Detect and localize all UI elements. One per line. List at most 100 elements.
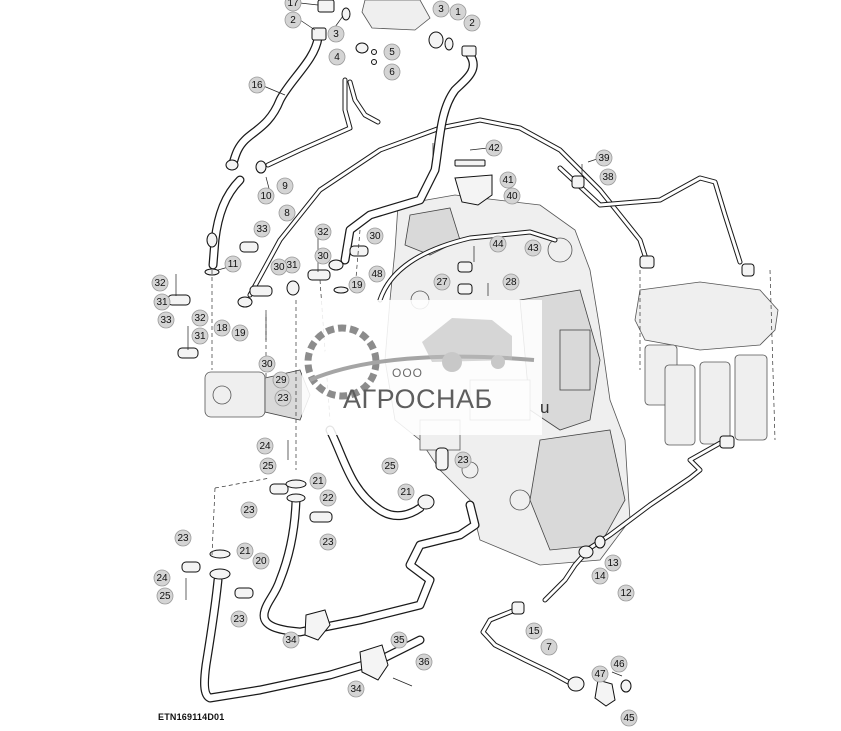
callout-5: 5 bbox=[383, 43, 401, 61]
callout-label: 38 bbox=[602, 172, 614, 183]
callout-13: 13 bbox=[604, 554, 622, 572]
callout-circle bbox=[240, 501, 258, 519]
callout-9: 9 bbox=[276, 177, 294, 195]
callout-30: 30 bbox=[366, 227, 384, 245]
callout-circle bbox=[282, 631, 300, 649]
callout-label: 1 bbox=[455, 7, 461, 18]
callout-circle bbox=[503, 187, 521, 205]
callout-14: 14 bbox=[591, 567, 609, 585]
callout-24: 24 bbox=[256, 437, 274, 455]
callout-label: 5 bbox=[389, 47, 395, 58]
callout-circle bbox=[276, 177, 294, 195]
callout-label: 23 bbox=[177, 533, 189, 544]
callout-23: 23 bbox=[230, 610, 248, 628]
callout-label: 17 bbox=[287, 0, 299, 9]
callout-label: 32 bbox=[317, 227, 329, 238]
callout-circle bbox=[591, 567, 609, 585]
callout-circle bbox=[259, 457, 277, 475]
callout-label: 10 bbox=[260, 191, 272, 202]
callout-circle bbox=[328, 48, 346, 66]
watermark-small-text: ООО bbox=[392, 366, 424, 380]
callout-31: 31 bbox=[191, 327, 209, 345]
callout-circle bbox=[432, 0, 450, 18]
callout-23: 23 bbox=[454, 451, 472, 469]
callout-16: 16 bbox=[248, 76, 266, 94]
callout-circle bbox=[347, 680, 365, 698]
callout-label: 25 bbox=[159, 591, 171, 602]
callout-label: 14 bbox=[594, 571, 606, 582]
callout-circle bbox=[463, 14, 481, 32]
callout-46: 46 bbox=[610, 655, 628, 673]
callout-circle bbox=[595, 149, 613, 167]
callout-circle bbox=[284, 11, 302, 29]
callout-circle bbox=[591, 665, 609, 683]
callout-label: 23 bbox=[243, 505, 255, 516]
callout-2: 2 bbox=[284, 11, 302, 29]
callout-circle bbox=[151, 274, 169, 292]
callout-label: 30 bbox=[369, 231, 381, 242]
callout-label: 20 bbox=[255, 556, 267, 567]
callout-label: 3 bbox=[333, 29, 339, 40]
callout-circle bbox=[153, 569, 171, 587]
callout-label: 31 bbox=[156, 297, 168, 308]
callout-circle bbox=[327, 25, 345, 43]
callout-28: 28 bbox=[502, 273, 520, 291]
callout-circle bbox=[191, 309, 209, 327]
callout-circle bbox=[433, 273, 451, 291]
callout-47: 47 bbox=[591, 665, 609, 683]
callout-circle bbox=[620, 709, 638, 727]
callout-12: 12 bbox=[617, 584, 635, 602]
callout-label: 25 bbox=[262, 461, 274, 472]
callout-label: 39 bbox=[598, 153, 610, 164]
callout-label: 30 bbox=[273, 262, 285, 273]
callout-circle bbox=[499, 171, 517, 189]
callout-23: 23 bbox=[274, 389, 292, 407]
callout-label: 7 bbox=[546, 642, 552, 653]
callout-label: 24 bbox=[156, 573, 168, 584]
callout-label: 32 bbox=[194, 313, 206, 324]
callout-24: 24 bbox=[153, 569, 171, 587]
callout-41: 41 bbox=[499, 171, 517, 189]
callout-8: 8 bbox=[278, 204, 296, 222]
callout-33: 33 bbox=[157, 311, 175, 329]
callout-label: 15 bbox=[528, 626, 540, 637]
callout-3: 3 bbox=[327, 25, 345, 43]
top-valve-block bbox=[361, 0, 431, 31]
callout-11: 11 bbox=[224, 255, 242, 273]
callout-label: 48 bbox=[371, 269, 383, 280]
callout-label: 2 bbox=[469, 18, 475, 29]
callout-2: 2 bbox=[463, 14, 481, 32]
callout-label: 12 bbox=[620, 588, 632, 599]
callout-circle bbox=[319, 489, 337, 507]
callout-label: 21 bbox=[312, 476, 324, 487]
callout-43: 43 bbox=[524, 239, 542, 257]
callout-42: 42 bbox=[485, 139, 503, 157]
callout-15: 15 bbox=[525, 622, 543, 640]
callout-27: 27 bbox=[433, 273, 451, 291]
callout-label: 44 bbox=[492, 239, 504, 250]
pump-assembly bbox=[204, 369, 311, 421]
callout-17: 17 bbox=[284, 0, 302, 12]
callout-circle bbox=[270, 258, 288, 276]
callout-label: 21 bbox=[239, 546, 251, 557]
callout-circle bbox=[415, 653, 433, 671]
callout-25: 25 bbox=[381, 457, 399, 475]
callout-label: 32 bbox=[154, 278, 166, 289]
callout-label: 16 bbox=[251, 80, 263, 91]
hose-11 bbox=[208, 175, 245, 270]
callout-23: 23 bbox=[240, 501, 258, 519]
callout-label: 36 bbox=[418, 657, 430, 668]
callout-label: 21 bbox=[400, 487, 412, 498]
callout-36: 36 bbox=[415, 653, 433, 671]
callout-circle bbox=[213, 319, 231, 337]
watermark-logo bbox=[302, 300, 542, 435]
callout-circle bbox=[390, 631, 408, 649]
callout-label: 11 bbox=[228, 259, 239, 270]
callout-10: 10 bbox=[257, 187, 275, 205]
callout-label: 47 bbox=[594, 669, 606, 680]
callout-label: 34 bbox=[285, 635, 297, 646]
callout-circle bbox=[397, 483, 415, 501]
callout-label: 24 bbox=[259, 441, 271, 452]
callout-circle bbox=[157, 311, 175, 329]
